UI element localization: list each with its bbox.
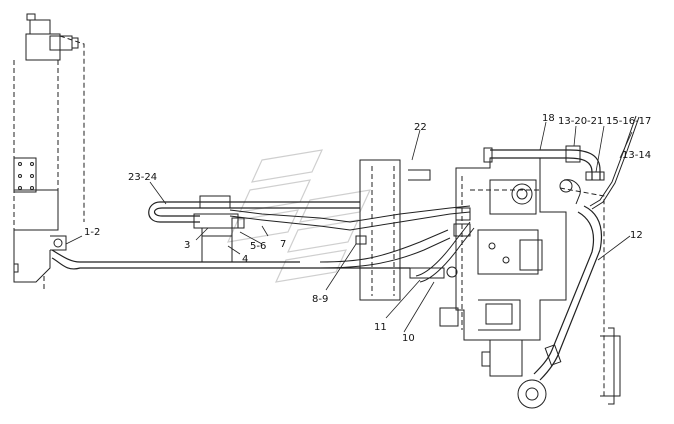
label-11: 11 [374, 322, 387, 333]
label-13-14: 13-14 [622, 150, 651, 161]
label-23-24: 23-24 [128, 172, 157, 183]
label-18: 18 [542, 113, 555, 124]
label-1-2: 1-2 [84, 227, 100, 238]
label-3: 3 [184, 240, 190, 251]
hose-12 [533, 205, 603, 381]
radiator-tank [13, 13, 85, 290]
label-12: 12 [630, 230, 643, 241]
label-5-6: 5-6 [250, 241, 266, 252]
dipstick-tube [589, 115, 640, 210]
bracket-plate [359, 159, 431, 301]
oil-filter [193, 213, 245, 263]
watermark [226, 149, 372, 283]
transmission-assembly [439, 157, 621, 409]
upper-loop-hose [148, 195, 471, 231]
label-15-16-17: 15-16-17 [606, 116, 651, 127]
label-7: 7 [280, 239, 286, 250]
label-10: 10 [402, 333, 415, 344]
label-8-9: 8-9 [312, 294, 328, 305]
part-labels: 1-2 3 4 5-6 7 8-9 10 11 12 13-14 13-20-2… [84, 113, 651, 344]
hose-18 [483, 145, 605, 181]
label-4: 4 [242, 254, 248, 265]
label-13-20-21: 13-20-21 [558, 116, 603, 127]
label-22: 22 [414, 122, 427, 133]
leader-lines [65, 121, 633, 333]
hoses-10-11 [355, 207, 475, 283]
